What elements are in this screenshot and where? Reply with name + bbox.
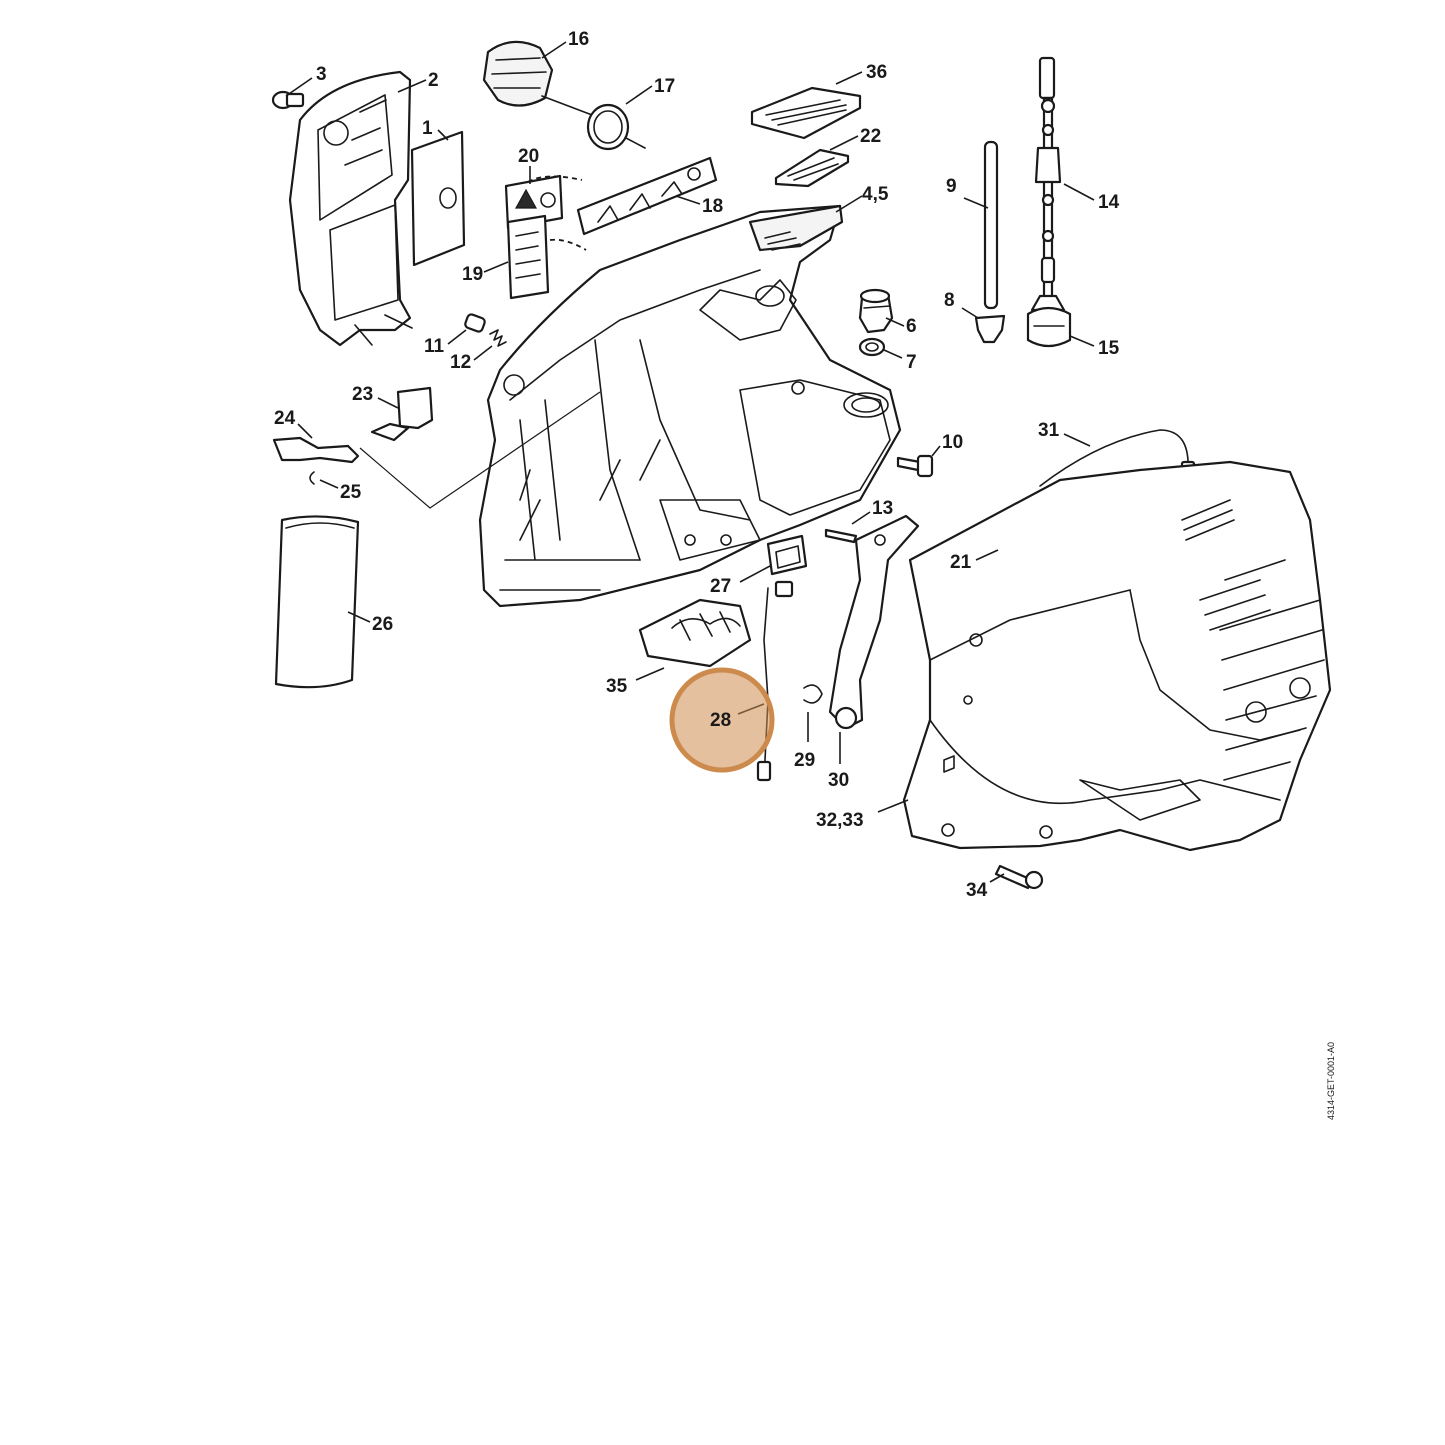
callout-14[interactable]: 14: [1098, 192, 1120, 213]
part-10-screw[interactable]: [896, 454, 934, 478]
callout-1[interactable]: 1: [422, 118, 433, 139]
part-34-screw[interactable]: [994, 864, 1044, 890]
part-1-filter[interactable]: [410, 130, 466, 267]
callout-18[interactable]: 18: [702, 196, 723, 217]
callout-32-33[interactable]: 32,33: [816, 810, 864, 831]
callout-25[interactable]: 25: [340, 482, 362, 503]
callout-9[interactable]: 9: [946, 176, 957, 197]
callout-21[interactable]: 21: [950, 552, 972, 573]
callout-16[interactable]: 16: [568, 29, 589, 50]
callout-20[interactable]: 20: [518, 146, 539, 167]
main-housing[interactable]: [478, 204, 902, 608]
callout-6[interactable]: 6: [906, 316, 917, 337]
callout-22[interactable]: 22: [860, 126, 881, 147]
part-6-valve[interactable]: [858, 288, 894, 334]
part-8-plug[interactable]: [974, 314, 1006, 344]
callout-29[interactable]: 29: [794, 750, 815, 771]
callout-30[interactable]: 30: [828, 770, 849, 791]
callout-28[interactable]: 28: [710, 710, 731, 731]
callout-11[interactable]: 11: [424, 336, 445, 357]
callout-31[interactable]: 31: [1038, 420, 1060, 441]
callout-3[interactable]: 3: [316, 64, 327, 85]
callout-13[interactable]: 13: [872, 498, 893, 519]
callout-34[interactable]: 34: [966, 880, 988, 901]
part-23-lever[interactable]: [370, 386, 434, 442]
part-14-suction-line[interactable]: [1034, 56, 1062, 302]
part-36-label[interactable]: [750, 86, 862, 140]
part-7-o-ring[interactable]: [858, 337, 886, 357]
callout-4-5[interactable]: 4,5: [862, 184, 889, 205]
part-24-throttle-arm[interactable]: [272, 436, 360, 464]
highlight-marker[interactable]: [669, 667, 775, 773]
part-26-tube[interactable]: [274, 515, 360, 689]
part-32-fan-cover[interactable]: [902, 460, 1332, 852]
callout-labels: 3 2 1 16 17 20 18 19 36 22 4,5 9 14 8 15…: [274, 29, 1120, 901]
callout-7[interactable]: 7: [906, 352, 917, 373]
part-30-lever-arm[interactable]: [828, 514, 920, 730]
part-35-bracket[interactable]: [638, 598, 752, 668]
part-27-switch[interactable]: [766, 534, 808, 576]
part-22-label[interactable]: [774, 148, 850, 188]
part-19-label[interactable]: [506, 214, 550, 300]
callout-8[interactable]: 8: [944, 290, 955, 311]
document-id: 4314-GET-0001-A0: [1326, 1042, 1336, 1120]
part-11-sleeve[interactable]: [464, 313, 486, 333]
callout-36[interactable]: 36: [866, 62, 887, 83]
callout-35[interactable]: 35: [606, 676, 628, 697]
arrow-19-to-housing: [549, 238, 587, 251]
part-12-spring[interactable]: [489, 329, 507, 347]
part-3-screw[interactable]: [271, 90, 305, 110]
callout-2[interactable]: 2: [428, 70, 439, 91]
part-16-pump[interactable]: [482, 40, 621, 131]
part-20-label[interactable]: [504, 174, 564, 230]
callout-27[interactable]: 27: [710, 576, 731, 597]
part-15-fuel-filter[interactable]: [1026, 294, 1072, 348]
part-25-clip[interactable]: [309, 471, 315, 485]
callout-12[interactable]: 12: [450, 352, 471, 373]
callout-23[interactable]: 23: [352, 384, 373, 405]
callout-19[interactable]: 19: [462, 264, 483, 285]
part-18-label-strip[interactable]: [576, 156, 718, 236]
callout-24[interactable]: 24: [274, 408, 296, 429]
part-13-pin[interactable]: [824, 528, 858, 544]
part-17-o-ring[interactable]: [586, 103, 646, 151]
arrow-20-to-18: [527, 175, 583, 183]
callout-17[interactable]: 17: [654, 76, 675, 97]
throttle-cable-line: [359, 391, 601, 509]
callout-26[interactable]: 26: [372, 614, 393, 635]
part-9-rod[interactable]: [983, 140, 999, 310]
callout-10[interactable]: 10: [942, 432, 963, 453]
callout-15[interactable]: 15: [1098, 338, 1120, 359]
part-2-filter-housing[interactable]: [288, 70, 413, 347]
part-29-spring[interactable]: [803, 684, 823, 704]
